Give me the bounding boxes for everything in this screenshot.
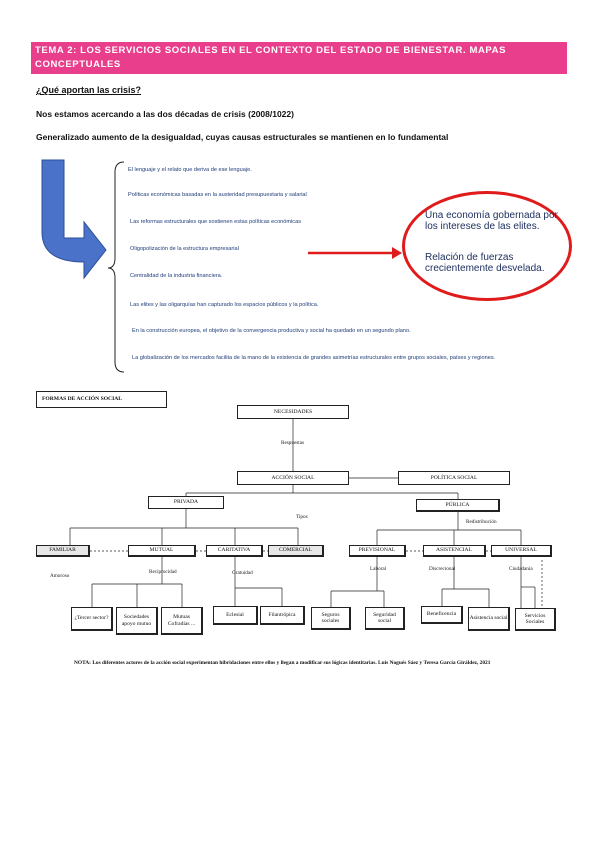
label-laboral: Laboral (370, 566, 387, 572)
node-caritativa: CARITATIVA (206, 545, 263, 557)
label-respuestas: Respuestas (281, 440, 305, 446)
diagram-note: NOTA: Los diferentes actores de la acció… (74, 660, 491, 666)
causes-brace (107, 161, 125, 373)
node-necesidades: NECESIDADES (237, 405, 349, 419)
header-banner: TEMA 2: LOS SERVICIOS SOCIALES EN EL CON… (31, 42, 567, 74)
label-discrecional: Discrecional (429, 566, 456, 572)
cause-item: Políticas económicas basadas en la auste… (128, 192, 307, 198)
cause-item: La globalización de los mercados facilit… (132, 355, 496, 361)
cause-item: Las elites y las oligarquías han captura… (130, 302, 319, 308)
leaf-asistencia-social: Asistencia social (468, 607, 510, 631)
callout-text-1: Una economía gobernada por los intereses… (425, 210, 558, 232)
callout-text-2: Relación de fuerzas crecientemente desve… (425, 252, 545, 274)
cause-item: En la construcción europea, el objetivo … (132, 328, 411, 334)
leaf-mutuas: Mutuas Cofradías ... (161, 607, 203, 635)
node-accion-social: ACCIÓN SOCIAL (237, 471, 349, 485)
node-comercial: COMERCIAL (268, 545, 324, 557)
intro-line-1: Nos estamos acercando a las dos décadas … (36, 109, 294, 119)
node-politica-social: POLÍTICA SOCIAL (398, 471, 510, 485)
leaf-filantropica: Filantrópica (260, 606, 305, 625)
intro-line-2: Generalizado aumento de la desigualdad, … (36, 132, 449, 142)
cause-item: El lenguaje y el relato que deriva de es… (128, 167, 252, 173)
leaf-seguros-sociales: Seguros sociales (311, 607, 351, 630)
leaf-tercer-sector: ¿Tercer sector? (71, 607, 113, 631)
leaf-servicios-sociales: Servicios Sociales (515, 608, 556, 631)
section-question: ¿Qué aportan las crisis? (36, 85, 142, 95)
diagram-title: FORMAS DE ACCIÓN SOCIAL (36, 391, 167, 408)
label-redistribucion: Redistribución (466, 519, 497, 525)
label-reciprocidad: Reciprocidad (149, 569, 177, 575)
red-arrow-head-icon (392, 247, 402, 259)
label-amoroso: Amoroso (50, 573, 70, 579)
page-title: TEMA 2: LOS SERVICIOS SOCIALES EN EL CON… (35, 45, 507, 70)
leaf-beneficencia: Beneficencia (421, 606, 463, 624)
label-gratuidad: Gratuidad (232, 570, 253, 576)
cause-item: Oligopolización de la estructura empresa… (130, 246, 239, 252)
node-universal: UNIVERSAL (491, 545, 552, 557)
node-previsional: PREVISIONAL (349, 545, 406, 557)
leaf-sociedades-apoyo-mutuo: Sociedades apoyo mutuo (116, 607, 158, 635)
node-publica: PÚBLICA (416, 499, 500, 512)
leaf-eclesial: Eclesial (213, 606, 258, 625)
node-familiar: FAMILIAR (36, 545, 90, 557)
cause-item: Centralidad de la industria financiera. (130, 273, 223, 279)
label-tipos: Tipos (296, 514, 308, 520)
bent-arrow-icon (41, 159, 107, 280)
label-ciudadania: Ciudadanía (509, 566, 533, 572)
callout-ellipse (402, 191, 572, 301)
node-privada: PRIVADA (148, 496, 224, 509)
node-asistencial: ASISTENCIAL (423, 545, 486, 557)
cause-item: Las reformas estructurales que sostienen… (130, 219, 302, 225)
node-mutual: MUTUAL (128, 545, 196, 557)
leaf-seguridad-social: Seguridad social (365, 607, 405, 630)
